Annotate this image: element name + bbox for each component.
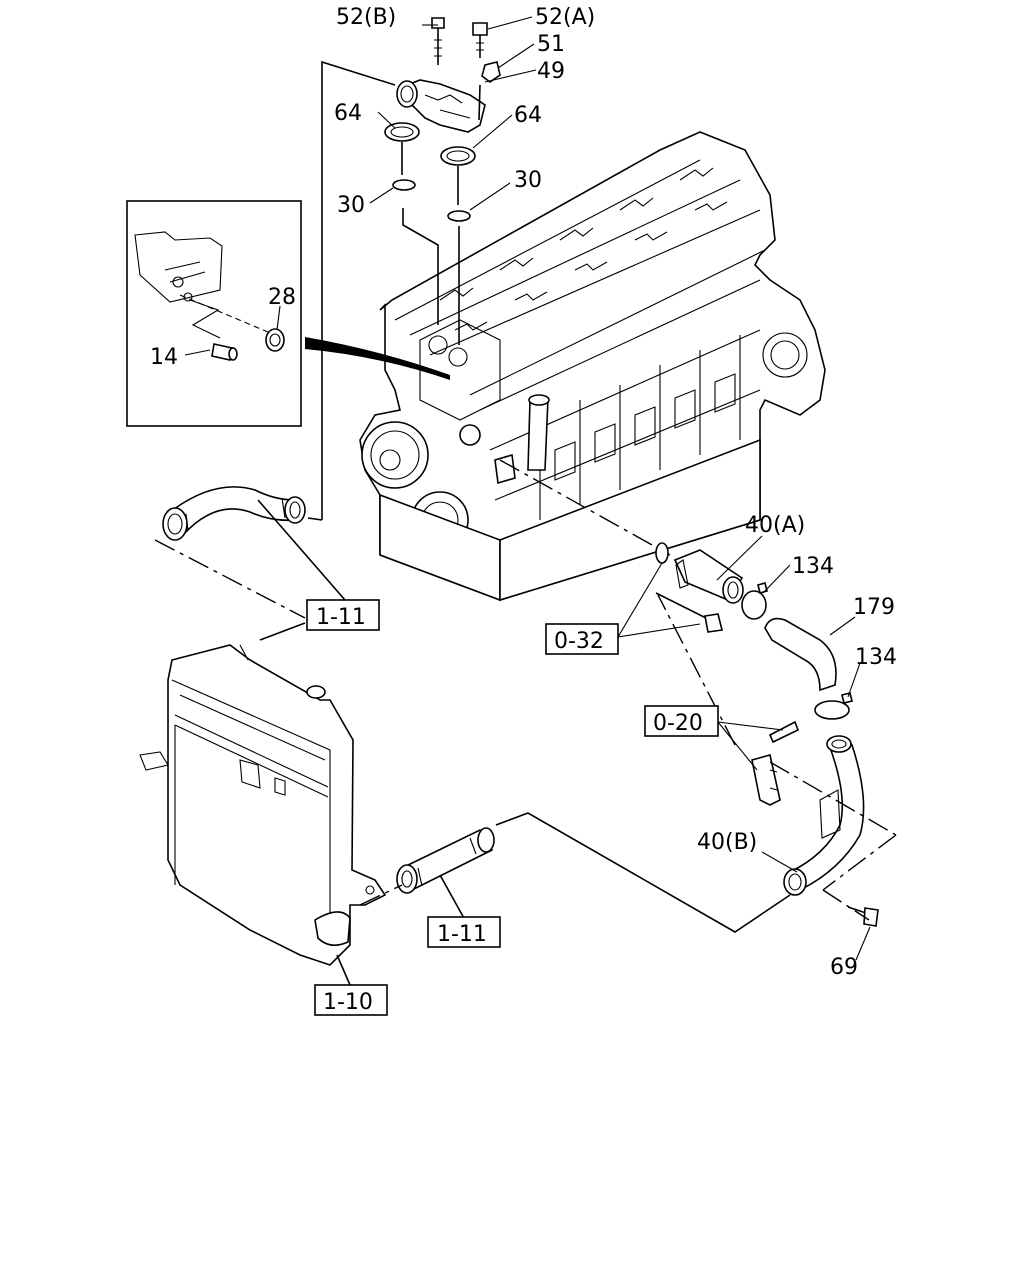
clamp-134-bottom [814, 700, 850, 720]
ref-0-20-text: 0-20 [653, 711, 703, 736]
label-40a: 40(A) [745, 513, 805, 538]
gasket-64-right [440, 146, 476, 166]
bolt-52a [472, 22, 488, 58]
inset-pointer [305, 337, 450, 380]
label-134-bottom: 134 [855, 645, 897, 670]
detail-inset [126, 200, 302, 427]
ref-box-1-10[interactable]: 1-10 [314, 984, 388, 1016]
label-14: 14 [150, 345, 178, 370]
label-52a: 52(A) [535, 5, 595, 30]
gasket-64-left [384, 122, 420, 142]
label-179: 179 [853, 595, 895, 620]
water-pipe-40b [783, 735, 865, 896]
radiator [139, 644, 387, 966]
water-pipe-40a [673, 549, 744, 604]
ref-0-32-text: 0-32 [554, 629, 604, 654]
oring-30-left [392, 179, 416, 191]
label-30-right: 30 [514, 168, 542, 193]
ref-box-0-20[interactable]: 0-20 [644, 705, 719, 737]
ref-1-11-bottom-text: 1-11 [437, 922, 487, 947]
ref-box-0-32[interactable]: 0-32 [545, 623, 619, 655]
label-64-left: 64 [334, 101, 362, 126]
engine-block [359, 131, 826, 602]
label-64-right: 64 [514, 103, 542, 128]
label-40b: 40(B) [697, 830, 757, 855]
hose-179 [764, 617, 837, 692]
ref-box-1-11-top[interactable]: 1-11 [306, 599, 380, 631]
ref-1-11-top-text: 1-11 [316, 605, 366, 630]
clamp-134-top [741, 590, 767, 620]
bolt-69 [847, 906, 879, 927]
label-69: 69 [830, 955, 858, 980]
label-30-left: 30 [337, 193, 365, 218]
gasket-0-32 [655, 542, 669, 564]
oring-30-right [447, 210, 471, 222]
bolt-0-32 [655, 592, 723, 633]
label-52b: 52(B) [336, 5, 396, 30]
thermostat-housing [396, 79, 486, 133]
clip-51 [481, 61, 501, 83]
ref-1-10-text: 1-10 [323, 990, 373, 1015]
bracket-0-20 [751, 720, 800, 806]
label-51: 51 [537, 32, 565, 57]
label-134-top: 134 [792, 554, 834, 579]
upper-radiator-hose [162, 486, 306, 541]
ref-box-1-11-bottom[interactable]: 1-11 [427, 916, 501, 948]
lower-radiator-hose [396, 827, 495, 894]
label-49: 49 [537, 59, 565, 84]
label-28: 28 [268, 285, 296, 310]
